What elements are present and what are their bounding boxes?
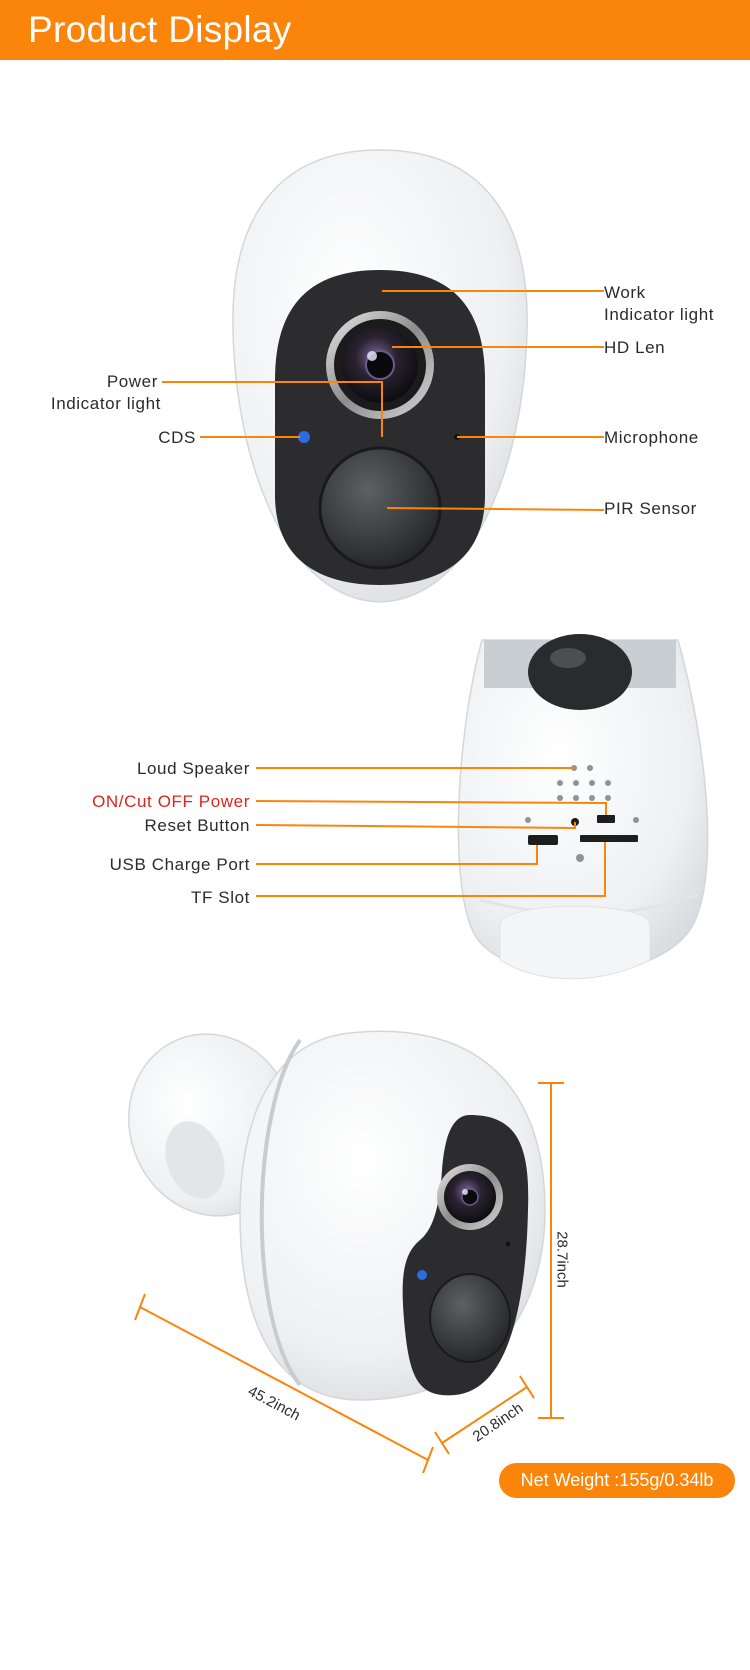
label-hd-len: HD Len <box>604 338 666 357</box>
front-view-leader-lines <box>162 290 605 511</box>
label-pir-sensor: PIR Sensor <box>604 499 697 518</box>
label-reset-button: Reset Button <box>144 816 250 835</box>
back-view-leader-lines <box>255 767 607 897</box>
page-title: Product Display <box>28 9 292 50</box>
label-microphone: Microphone <box>604 428 699 447</box>
label-work-indicator: Work <box>604 283 646 302</box>
label-cds: CDS <box>158 428 196 447</box>
label-tf-slot: TF Slot <box>191 888 250 907</box>
side-view-camera <box>128 1030 546 1401</box>
label-on-cut-off-power: ON/Cut OFF Power <box>92 792 250 811</box>
net-weight-badge: Net Weight :155g/0.34lb <box>499 1463 735 1498</box>
back-view-camera <box>457 634 709 980</box>
page-header: Product Display <box>0 0 750 60</box>
label-work-indicator-line2: Indicator light <box>604 305 715 324</box>
dimension-height-label: 28.7inch <box>553 1231 571 1288</box>
front-view-camera <box>232 149 528 603</box>
dimension-lines <box>134 1082 564 1474</box>
label-power-indicator: Power <box>106 372 158 391</box>
label-usb-charge-port: USB Charge Port <box>109 855 250 874</box>
label-loud-speaker: Loud Speaker <box>136 759 250 778</box>
label-power-indicator-line2: Indicator light <box>50 394 161 413</box>
